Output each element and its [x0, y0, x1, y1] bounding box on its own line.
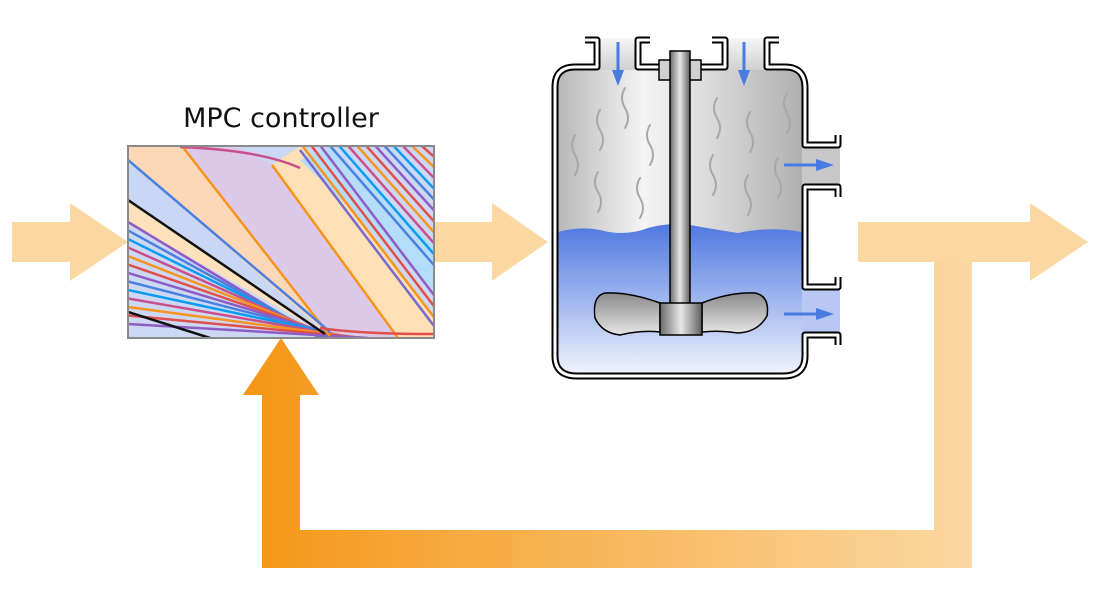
- region-purple: [182, 146, 398, 338]
- mpc-controller-box: [127, 145, 435, 339]
- partition-curve-red: [319, 326, 434, 336]
- partition-line: [373, 146, 434, 213]
- inlet-flow-arrow-icon: [612, 42, 624, 86]
- impeller-hub: [659, 302, 703, 336]
- inlet-flow-arrow-icon: [738, 42, 750, 86]
- partition-line: [391, 146, 434, 191]
- partition-line: [128, 322, 369, 338]
- partition-line-black: [128, 198, 326, 336]
- partition-line: [410, 146, 434, 169]
- control-action-arrow: [434, 203, 548, 281]
- partition-curve-red: [179, 146, 301, 170]
- partition-line: [337, 146, 434, 257]
- partition-line-purple: [299, 149, 434, 327]
- partition-line: [328, 146, 434, 268]
- output-flow-arrow: [858, 203, 1088, 281]
- partition-line: [401, 146, 434, 180]
- partition-line-black: [128, 310, 211, 338]
- partition-line: [419, 146, 434, 159]
- impeller-blade-left: [593, 292, 661, 336]
- impeller-blade-right: [701, 292, 769, 334]
- region-peach-right: [272, 146, 434, 338]
- partition-line-orange: [181, 146, 331, 337]
- stirred-tank-reactor: [551, 36, 842, 380]
- partition-line: [318, 146, 434, 298]
- partition-line-orange: [270, 164, 400, 338]
- vapor-squiggles: [571, 87, 791, 219]
- liquid-outlet-arrow-icon: [784, 308, 834, 320]
- feedback-arrow: [243, 262, 972, 568]
- partition-line: [364, 146, 434, 224]
- partition-line: [355, 146, 434, 235]
- partition-line: [310, 146, 434, 309]
- gas-outlet-arrow-icon: [784, 159, 834, 171]
- partition-line: [382, 146, 434, 202]
- inlet-channel: [725, 38, 767, 70]
- partition-line: [346, 146, 434, 246]
- input-flow-arrow: [12, 203, 128, 281]
- agitator-shaft: [669, 50, 691, 308]
- controller-title: MPC controller: [183, 103, 380, 134]
- partition-line-blue: [128, 159, 331, 333]
- partition-line: [301, 146, 434, 320]
